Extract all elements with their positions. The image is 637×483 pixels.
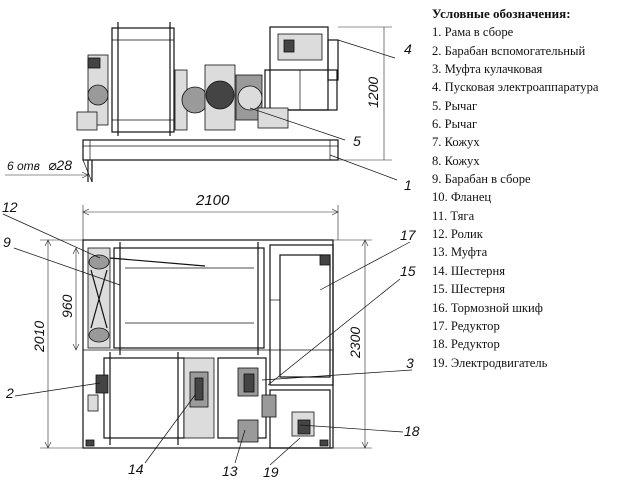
callout-19: 19 (263, 464, 279, 480)
callout-13: 13 (222, 463, 238, 479)
callout-5: 5 (353, 133, 361, 149)
legend-item: 13. Муфта (432, 245, 488, 260)
legend-item: 3. Муфта кулачковая (432, 62, 543, 77)
legend-title: Условные обозначения: (432, 6, 571, 21)
legend-item: 14. Шестерня (432, 263, 506, 278)
legend-item: 1. Рама в сборе (432, 25, 514, 40)
legend-item: 8. Кожух (432, 153, 480, 168)
side-view: 1200 4 5 1 6 отв ⌀28 (5, 22, 412, 193)
dim-depth: 2010 (31, 321, 47, 353)
callout-17: 17 (400, 227, 417, 243)
callout-9: 9 (3, 234, 11, 250)
legend-item: 5. Рычаг (432, 98, 478, 113)
dim-depth-total: 2300 (347, 327, 363, 359)
callout-3: 3 (406, 355, 414, 371)
callout-15: 15 (400, 263, 416, 279)
callout-1: 1 (404, 177, 412, 193)
callout-12: 12 (2, 199, 18, 215)
callout-4: 4 (404, 41, 412, 57)
legend: Условные обозначения: 1. Рама в сборе 2.… (432, 5, 632, 372)
dim-drum-span: 960 (59, 294, 75, 318)
dim-hole-diameter: ⌀28 (48, 157, 72, 173)
legend-item: 18. Редуктор (432, 337, 500, 352)
dim-width: 2100 (195, 192, 230, 209)
legend-item: 6. Рычаг (432, 117, 478, 132)
legend-item: 4. Пусковая электроаппаратура (432, 80, 599, 95)
dim-holes-count: 6 отв (7, 159, 40, 173)
legend-item: 9. Барабан в сборе (432, 172, 531, 187)
callout-18: 18 (404, 423, 420, 439)
legend-item: 10. Фланец (432, 190, 492, 205)
callout-14: 14 (128, 461, 144, 477)
legend-item: 15. Шестерня (432, 282, 506, 297)
legend-item: 7. Кожух (432, 135, 480, 150)
legend-item: 12. Ролик (432, 227, 483, 242)
top-view: 2100 (2, 192, 420, 480)
legend-item: 16. Тормозной шкиф (432, 300, 543, 315)
dim-height-top: 1200 (365, 77, 381, 108)
legend-item: 19. Электродвигатель (432, 355, 548, 370)
legend-item: 17. Редуктор (432, 318, 500, 333)
legend-item: 11. Тяга (432, 208, 475, 223)
callout-2: 2 (5, 385, 14, 401)
legend-item: 2. Барабан вспомогательный (432, 43, 586, 58)
legend-list: 1. Рама в сборе 2. Барабан вспомогательн… (432, 23, 632, 372)
